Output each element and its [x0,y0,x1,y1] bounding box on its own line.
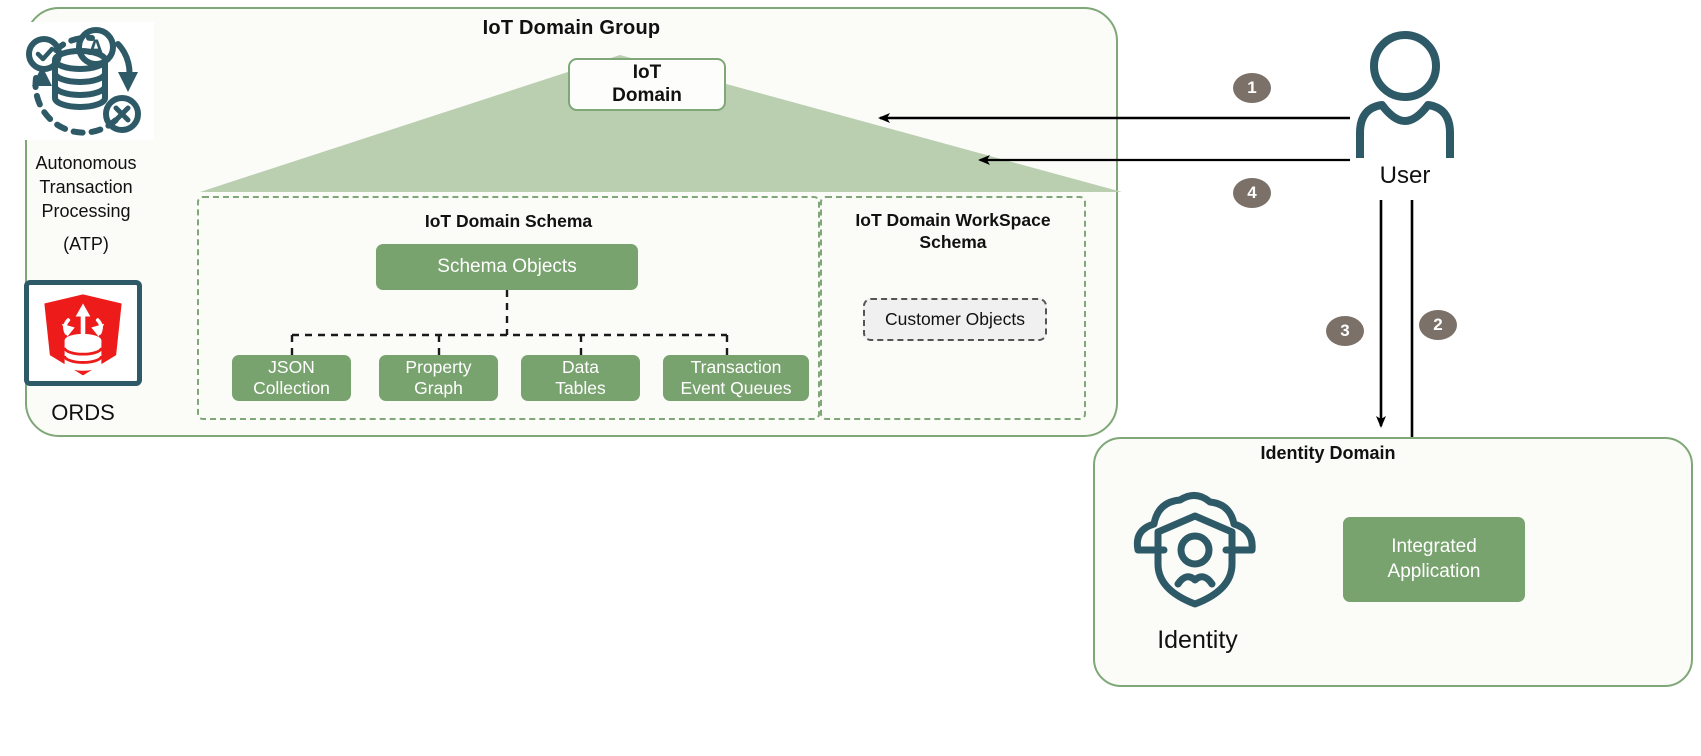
flow-badge-2: 2 [1419,310,1457,340]
data-tables-line2: Tables [555,378,606,398]
iot-domain-line1: IoT [632,61,662,83]
iot-domain-schema-title: IoT Domain Schema [424,211,593,232]
json-collection-node[interactable]: JSON Collection [232,355,351,401]
json-collection-line1: JSON [268,357,315,377]
ords-label: ORDS [51,400,115,425]
atp-label-line3: Processing [41,200,131,221]
atp-icon: A [18,22,154,140]
property-graph-line2: Graph [414,378,463,398]
identity-cloud-shield-icon [1133,492,1256,608]
iot-domain-schema-panel [197,196,820,420]
json-collection-line2: Collection [253,378,330,398]
iot-domain-node[interactable]: IoT Domain [568,58,726,111]
flow-badge-4: 4 [1233,178,1271,208]
iot-domain-line2: Domain [612,84,682,106]
integrated-application-line1: Integrated [1391,535,1477,557]
workspace-title-line2: Schema [919,232,987,252]
iot-domain-workspace-schema-title: IoT Domain WorkSpace Schema [822,208,1084,256]
identity-domain-title: Identity Domain [1260,442,1396,463]
iot-domain-workspace-schema-panel [820,196,1086,420]
user-person-icon [1356,31,1454,158]
data-tables-line1: Data [562,357,599,377]
atp-label-line4: (ATP) [63,234,109,255]
schema-objects-node[interactable]: Schema Objects [376,244,638,290]
workspace-title-line1: IoT Domain WorkSpace [855,210,1051,231]
transaction-event-queues-line1: Transaction [690,357,782,377]
user-label: User [1379,162,1431,189]
iot-domain-group-title: IoT Domain Group [482,16,661,39]
integrated-application-node[interactable]: Integrated Application [1343,517,1525,602]
flow-badge-1: 1 [1233,73,1271,103]
data-tables-node[interactable]: Data Tables [521,355,640,401]
identity-label: Identity [1157,625,1238,654]
atp-label-line2: Transaction [39,176,133,197]
customer-objects-node[interactable]: Customer Objects [863,298,1047,341]
property-graph-line1: Property [405,357,472,377]
integrated-application-line2: Application [1387,560,1481,582]
transaction-event-queues-node[interactable]: Transaction Event Queues [663,355,809,401]
atp-label: Autonomous Transaction Processing (ATP) [6,152,166,254]
transaction-event-queues-line2: Event Queues [680,378,792,398]
flow-badge-3: 3 [1326,316,1364,346]
property-graph-node[interactable]: Property Graph [379,355,498,401]
atp-label-line1: Autonomous [35,153,137,173]
ords-logo-icon [24,280,142,386]
